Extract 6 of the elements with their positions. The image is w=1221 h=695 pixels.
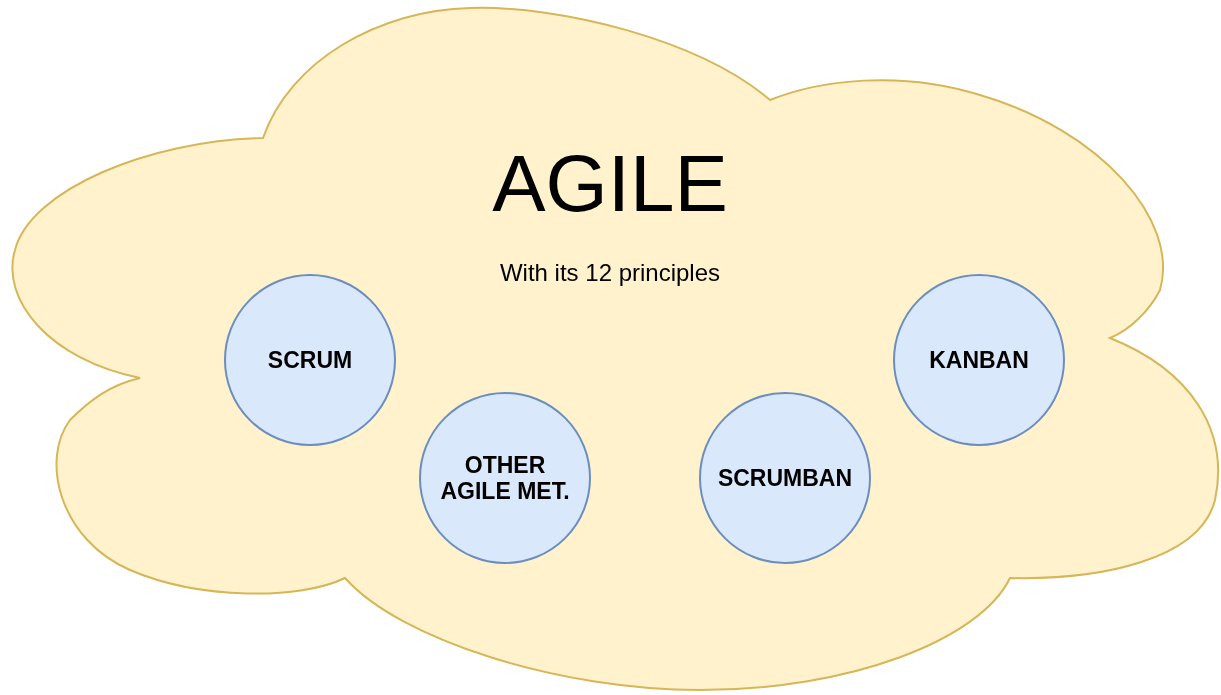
method-label: KANBAN xyxy=(929,346,1029,374)
cloud-subtitle: With its 12 principles xyxy=(498,259,722,287)
cloud-title: AGILE xyxy=(491,138,729,230)
method-label: OTHER AGILE MET. xyxy=(439,451,571,505)
method-label: SCRUM xyxy=(267,346,353,374)
method-label: SCRUMBAN xyxy=(717,464,853,492)
